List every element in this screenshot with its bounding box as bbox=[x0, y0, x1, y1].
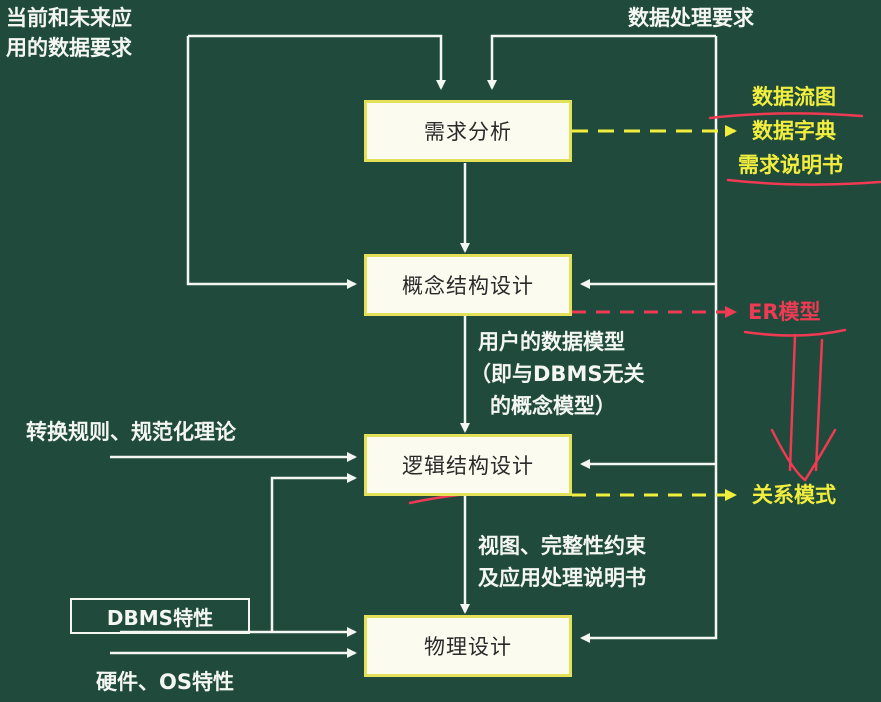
arrow-dbms-to-logical bbox=[270, 473, 357, 632]
arrow-data-req-to-conceptual bbox=[186, 36, 357, 289]
red-transform-arrow bbox=[770, 333, 837, 482]
input-dbms-features: DBMS特性 bbox=[70, 598, 250, 634]
user-model-line1: 用户的数据模型 bbox=[478, 330, 625, 354]
output-relational-schema: 关系模式 bbox=[752, 483, 836, 507]
underline-req-items-2 bbox=[726, 178, 881, 186]
user-model-line2: （即与DBMS无关 bbox=[470, 362, 645, 386]
input-processing-requirements: 数据处理要求 bbox=[628, 6, 754, 30]
user-model-line3: 的概念模型） bbox=[490, 394, 616, 418]
arrow-data-req-to-analysis bbox=[188, 34, 446, 90]
box-physical-design: 物理设计 bbox=[364, 615, 572, 677]
box-conceptual-design: 概念结构设计 bbox=[364, 254, 572, 316]
arrow-processing-to-analysis bbox=[487, 34, 716, 90]
output-req-item-3: 需求说明书 bbox=[738, 153, 843, 177]
box-logical-design-label: 逻辑结构设计 bbox=[402, 454, 534, 478]
input-data-requirements-line2: 用的数据要求 bbox=[6, 36, 132, 60]
output-req-item-1: 数据流图 bbox=[752, 85, 836, 109]
arrow-processing-trunk bbox=[580, 36, 718, 643]
views-line2: 及应用处理说明书 bbox=[478, 566, 646, 590]
box-requirements-analysis: 需求分析 bbox=[364, 100, 572, 162]
underline-er bbox=[743, 328, 847, 337]
box-logical-design: 逻辑结构设计 bbox=[364, 434, 572, 496]
box-physical-design-label: 物理设计 bbox=[424, 635, 512, 659]
input-data-requirements-line1: 当前和未来应 bbox=[6, 6, 132, 30]
views-line1: 视图、完整性约束 bbox=[478, 534, 646, 558]
underline-req-items-1 bbox=[708, 112, 864, 120]
box-conceptual-design-label: 概念结构设计 bbox=[402, 274, 534, 298]
input-conversion-rules: 转换规则、规范化理论 bbox=[26, 420, 236, 444]
output-er-model: ER模型 bbox=[748, 300, 821, 324]
box-requirements-analysis-label: 需求分析 bbox=[424, 120, 512, 144]
input-hardware-os: 硬件、OS特性 bbox=[96, 670, 234, 694]
output-req-item-2: 数据字典 bbox=[752, 119, 836, 143]
